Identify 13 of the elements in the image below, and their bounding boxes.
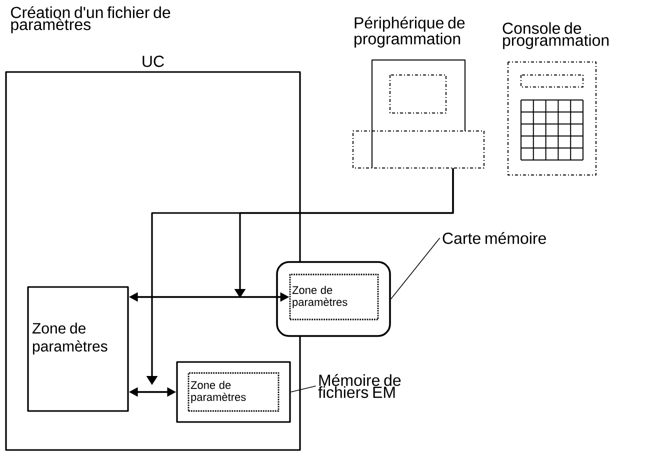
node-label: UC [142,56,164,68]
callout-label: Mémoire de fichiers EM [318,374,401,398]
console-drawing: Console de programmation [502,22,609,176]
node-label: Périphérique de programmation [354,16,465,48]
computer-drawing: Périphérique de programmation [352,16,484,168]
leader-line [290,386,316,392]
callout-label: Carte mémoire [442,232,546,244]
title: Création d'un fichier de paramètres [11,6,170,34]
parameter-zone: Zone de paramètres [289,274,379,320]
node-label: Console de programmation [502,22,609,50]
parameter-zone: Zone de paramètres [188,372,280,412]
leader-line [390,238,440,300]
memory-box: Zone de paramètres [27,286,129,412]
